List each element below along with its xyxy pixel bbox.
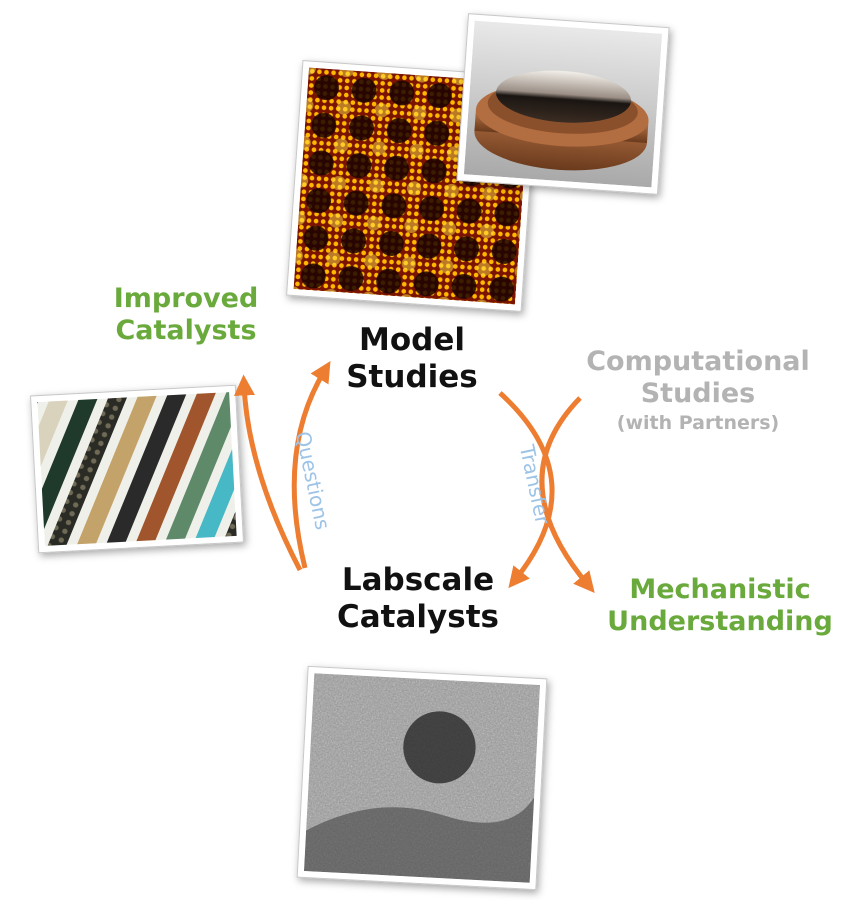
labscale-catalysts-label: Labscale Catalysts	[337, 562, 499, 635]
tem-nanoparticle-image	[296, 665, 548, 891]
arrow-to-mechanistic-understanding	[539, 396, 595, 594]
arrow-to-model-studies	[291, 361, 331, 569]
transfer-label: Transfer	[515, 442, 556, 527]
computational-studies-label: Computational Studies (with Partners)	[586, 346, 810, 434]
catalyst-pellets-image	[30, 384, 244, 554]
arrow-to-labscale-catalysts	[498, 391, 555, 589]
improved-catalysts-label: Improved Catalysts	[113, 283, 259, 346]
arrow-to-improved-catalysts	[234, 374, 303, 572]
single-crystal-disk-image	[456, 13, 670, 195]
model-studies-label: Model Studies	[346, 322, 478, 395]
mechanistic-understanding-label: Mechanistic Understanding	[607, 574, 833, 637]
